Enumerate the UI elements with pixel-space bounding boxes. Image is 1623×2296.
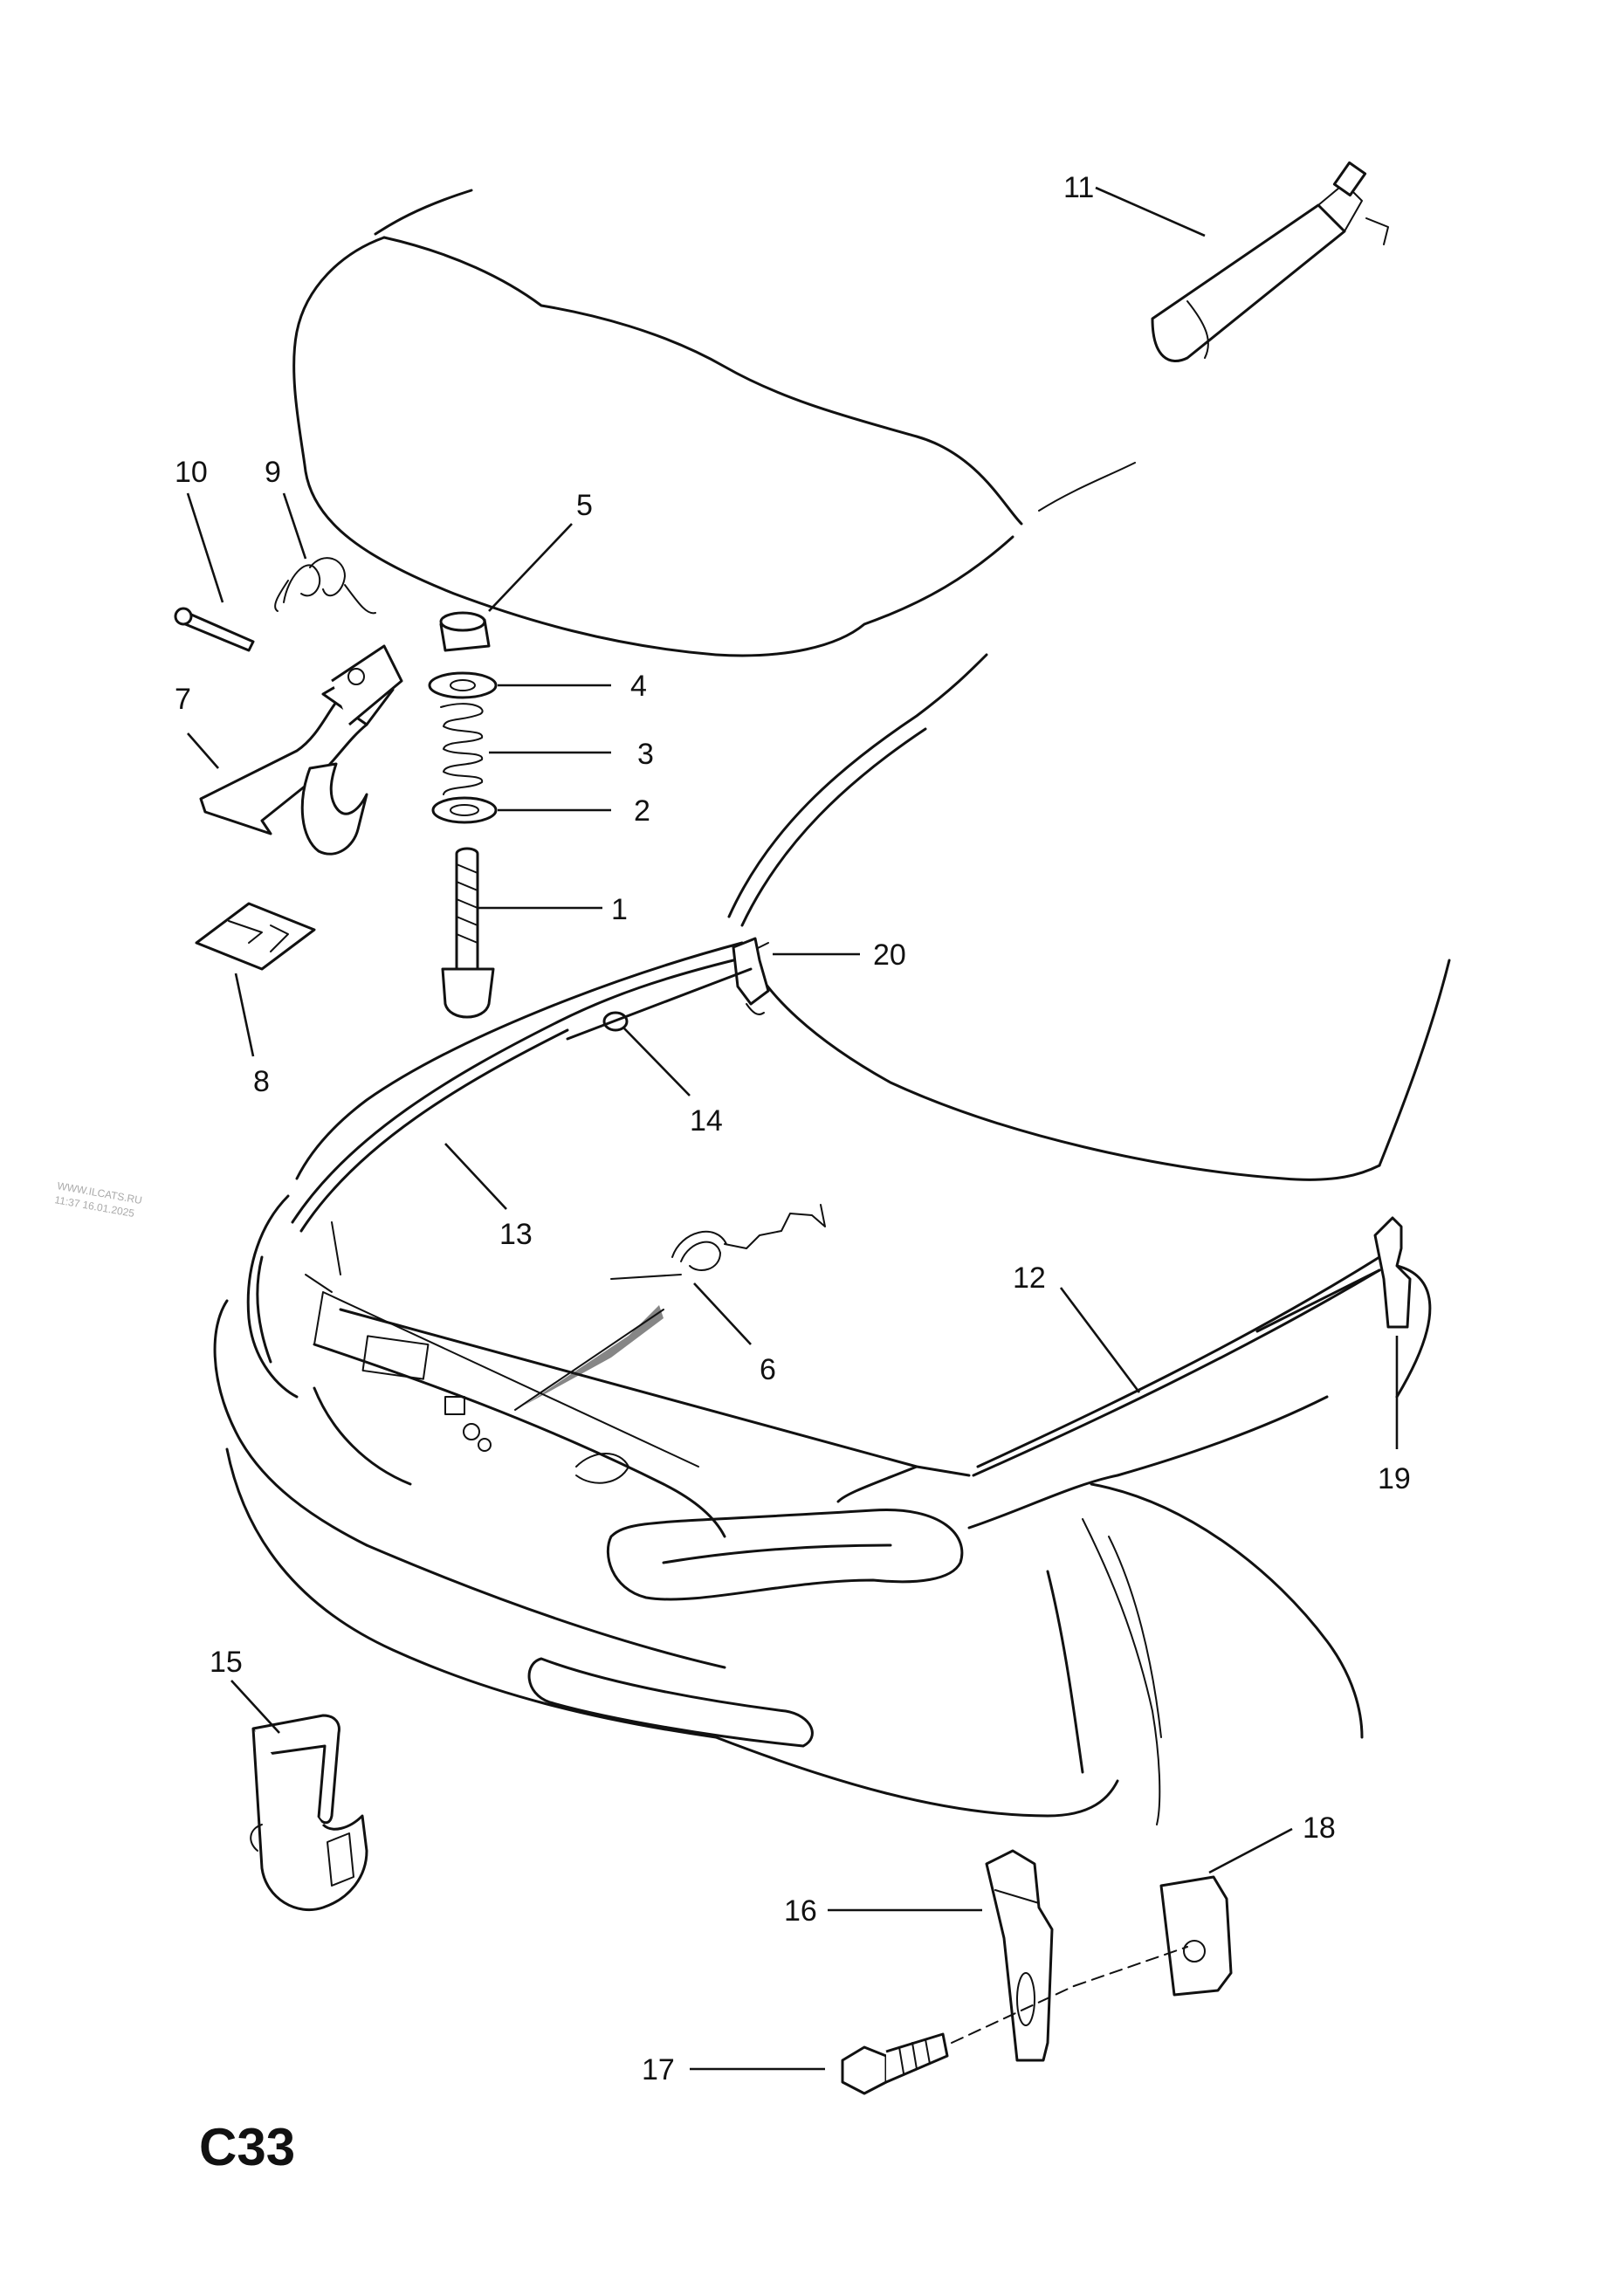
part-6-release-cable [514, 1204, 826, 1411]
part-5-nut [439, 611, 491, 652]
part-18-nut-clip [1073, 1875, 1233, 1997]
part-19-bracket [1255, 1216, 1412, 1333]
part-7-safety-catch [199, 644, 403, 856]
part-9-spring [274, 557, 376, 615]
callout-14: 14 [690, 1104, 723, 1138]
part-4-washer [428, 671, 498, 699]
callout-9: 9 [265, 456, 281, 489]
part-11-grease-tube [1151, 161, 1389, 362]
callout-1: 1 [611, 893, 628, 926]
callout-19: 19 [1378, 1462, 1411, 1495]
part-2-washer [431, 796, 498, 824]
callout-6: 6 [760, 1353, 776, 1386]
part-8-clip [195, 902, 316, 971]
callout-7: 7 [175, 683, 191, 716]
callout-4: 4 [630, 670, 647, 703]
car-body-outline [213, 653, 1451, 1825]
diagram-code: C33 [199, 2118, 295, 2176]
callout-12: 12 [1013, 1261, 1046, 1295]
leader-lines [186, 186, 1399, 2071]
callout-10: 10 [175, 456, 208, 489]
callout-20: 20 [873, 938, 906, 972]
hood-seal-left [291, 942, 769, 1233]
callout-8: 8 [253, 1065, 270, 1098]
callout-11: 11 [1063, 171, 1094, 204]
part-16-bracket-plate [985, 1849, 1054, 2062]
part-10-pin [174, 607, 255, 652]
callout-16: 16 [784, 1894, 817, 1928]
hood-seal-right [972, 1255, 1381, 1477]
hood-outline [292, 189, 1136, 657]
part-3-coil-spring [440, 703, 484, 795]
callout-15: 15 [210, 1646, 243, 1679]
callout-3: 3 [637, 738, 654, 771]
callout-2: 2 [634, 794, 650, 828]
callout-17: 17 [642, 2053, 675, 2086]
callout-13: 13 [499, 1218, 533, 1251]
part-20-bracket [732, 937, 770, 1015]
part-1-bolt [441, 847, 495, 1019]
callout-18: 18 [1303, 1811, 1336, 1845]
callout-5: 5 [576, 489, 593, 522]
part-14-grommet [566, 967, 753, 1041]
part-15-retaining-clip [250, 1714, 368, 1912]
part-17-bolt [841, 1985, 1075, 2095]
